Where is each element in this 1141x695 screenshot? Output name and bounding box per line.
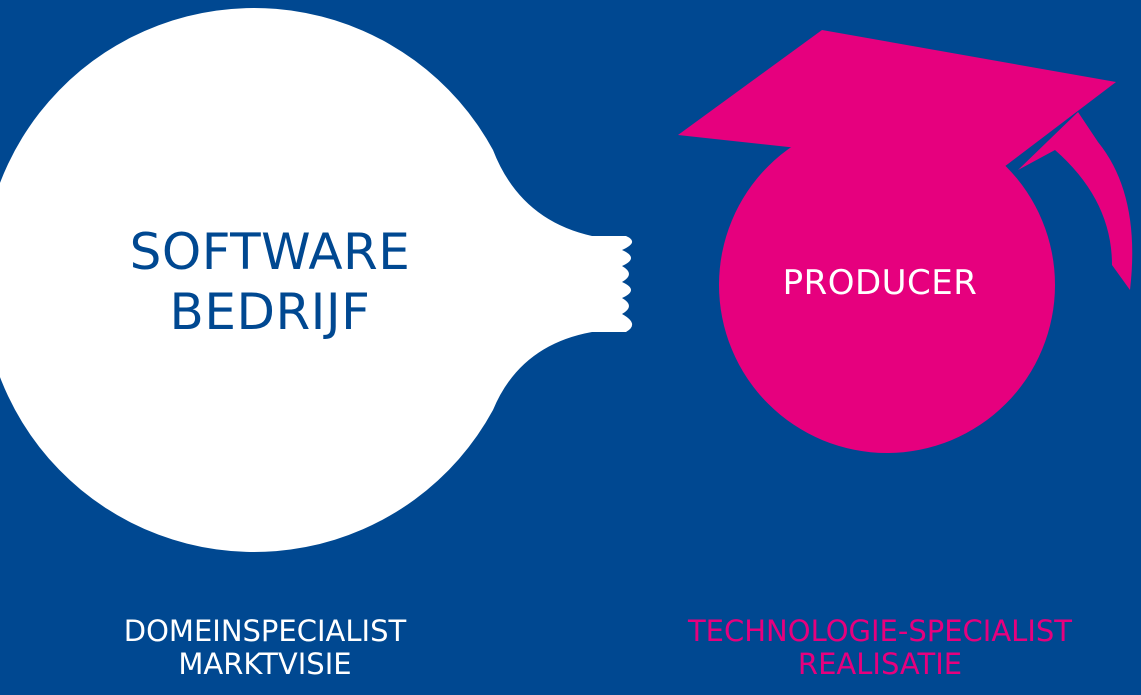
software-bubble (0, 8, 632, 552)
right-caption-line1: TECHNOLOGIE-SPECIALIST (687, 614, 1073, 648)
graduation-cap-tassel-icon (1018, 112, 1133, 290)
producer-bubble-label: PRODUCER (782, 263, 978, 303)
right-caption-line2: REALISATIE (797, 647, 963, 681)
right-caption: TECHNOLOGIE-SPECIALIST REALISATIE (620, 615, 1140, 681)
graduation-cap-board (678, 30, 1116, 170)
producer-bubble (719, 117, 1055, 453)
software-label-line1: SOFTWARE (129, 223, 411, 281)
software-bubble-label: SOFTWARE BEDRIJF (50, 222, 490, 342)
left-caption-line1: DOMEINSPECIALIST (123, 614, 407, 648)
left-caption-line2: MARKTVISIE (178, 647, 352, 681)
software-label-line2: BEDRIJF (169, 283, 371, 341)
left-caption: DOMEINSPECIALIST MARKTVISIE (60, 615, 470, 681)
